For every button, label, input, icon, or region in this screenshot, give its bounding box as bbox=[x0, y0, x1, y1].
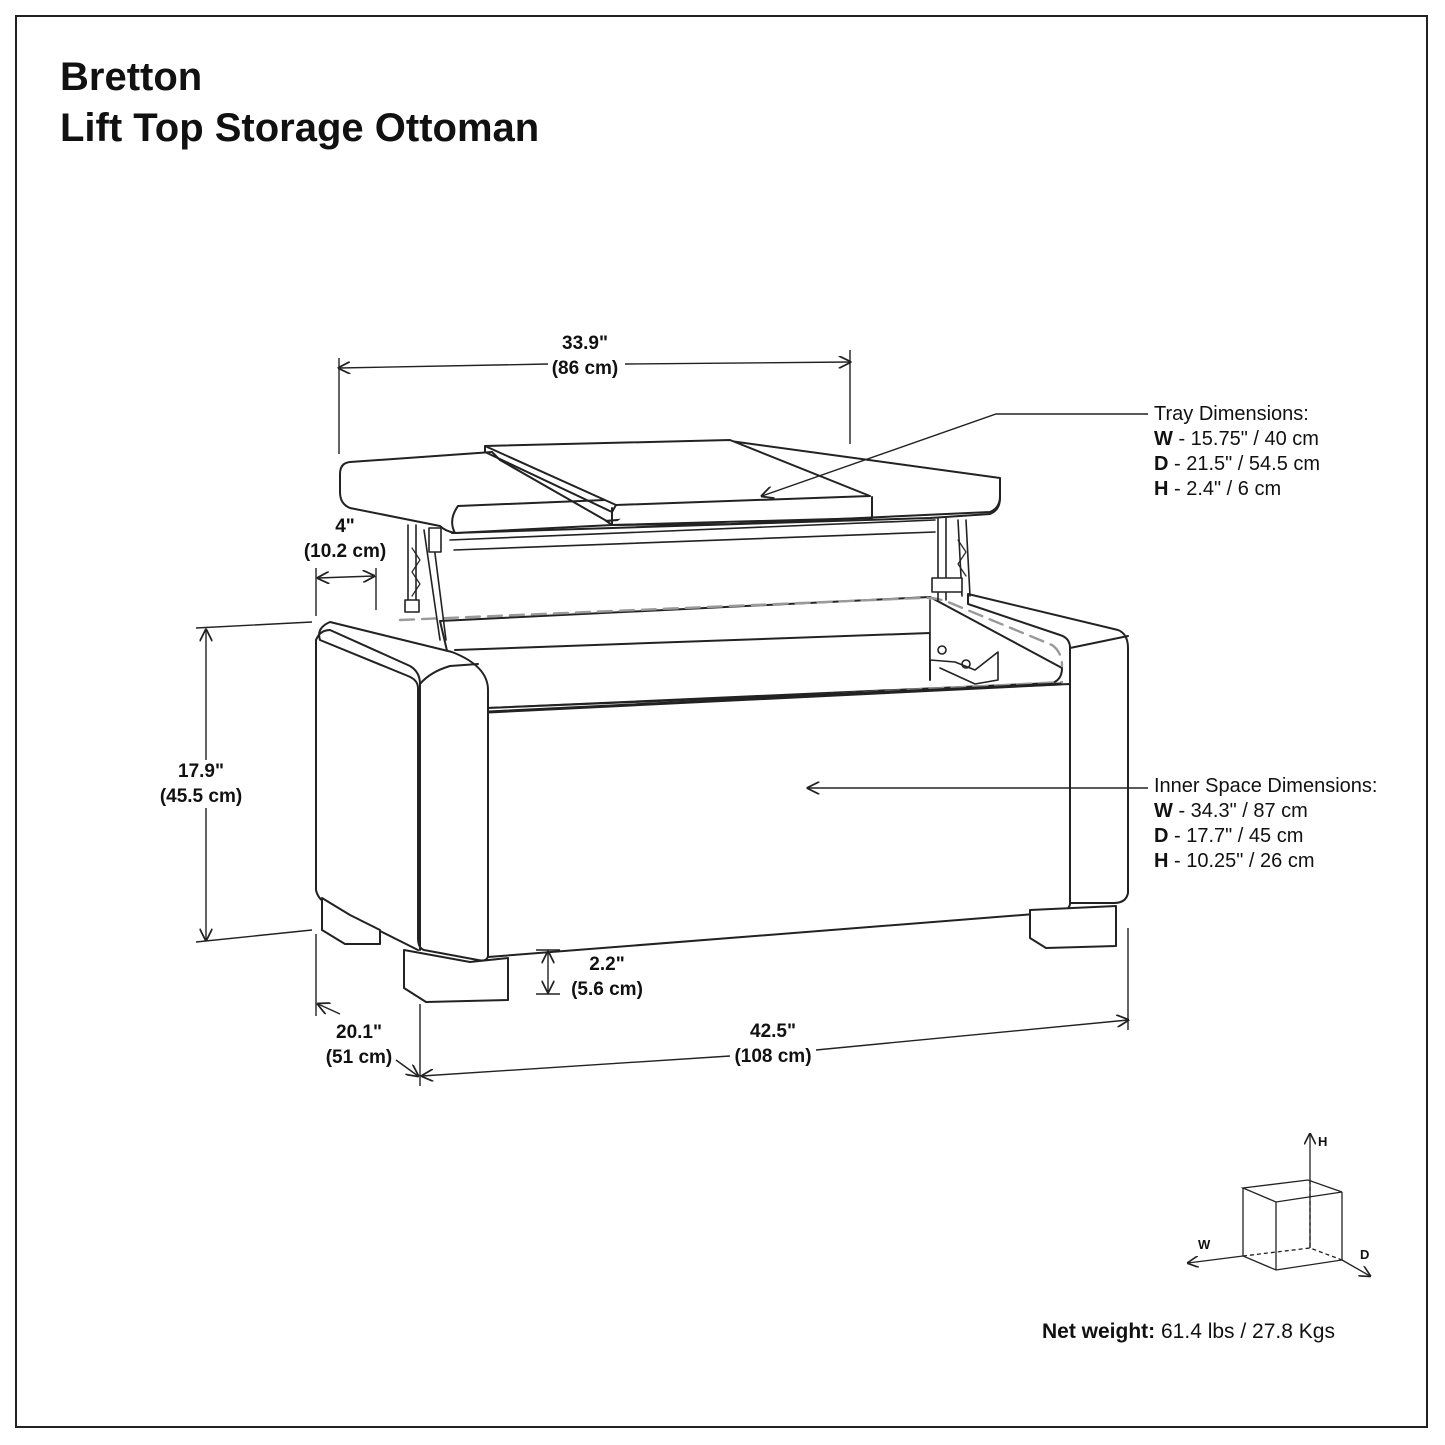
orientation-cube bbox=[1188, 1134, 1370, 1276]
depth-label: 20.1" (51 cm) bbox=[304, 1020, 414, 1070]
lift-height-cm: (10.2 cm) bbox=[303, 541, 387, 562]
cavity-dashed-outline bbox=[398, 596, 1064, 668]
axis-h-label: H bbox=[1318, 1134, 1328, 1149]
leg-height-cm: (5.6 cm) bbox=[571, 979, 643, 1000]
leg-height-inches: 2.2" bbox=[589, 954, 625, 975]
tray-callout-leader bbox=[762, 413, 1148, 496]
lift-mechanism-right bbox=[929, 517, 999, 685]
inner-d-value: - 17.7" / 45 cm bbox=[1168, 825, 1304, 847]
top-width-cm: (86 cm) bbox=[551, 358, 619, 379]
net-weight-label: Net weight: bbox=[1042, 1320, 1156, 1343]
inner-w-key: W bbox=[1154, 800, 1173, 822]
leg-height-dimension bbox=[536, 949, 560, 995]
height-dimension bbox=[195, 621, 313, 943]
tray-dimensions-spec: Tray Dimensions: W - 15.75" / 40 cm D - … bbox=[1154, 402, 1320, 502]
net-weight-value: 61.4 lbs / 27.8 Kgs bbox=[1155, 1320, 1335, 1343]
tray-d-key: D bbox=[1154, 453, 1169, 475]
height-label: 17.9" (45.5 cm) bbox=[146, 759, 256, 809]
inner-h-key: H bbox=[1154, 850, 1169, 872]
top-width-label: 33.9" (86 cm) bbox=[530, 331, 640, 381]
inner-h-value: - 10.25" / 26 cm bbox=[1168, 850, 1315, 872]
page-title: Bretton Lift Top Storage Ottoman bbox=[60, 52, 539, 154]
lift-height-label: 4" (10.2 cm) bbox=[290, 514, 400, 564]
legs bbox=[321, 897, 1117, 1003]
inner-w-value: - 34.3" / 87 cm bbox=[1172, 800, 1308, 822]
inner-space-dimensions-spec: Inner Space Dimensions: W - 34.3" / 87 c… bbox=[1154, 774, 1377, 874]
leg-height-label: 2.2" (5.6 cm) bbox=[552, 952, 662, 1002]
front-panel bbox=[486, 682, 1071, 958]
height-inches: 17.9" bbox=[178, 761, 224, 782]
width-dimension bbox=[422, 928, 1128, 1076]
net-weight: Net weight: 61.4 lbs / 27.8 Kgs bbox=[1042, 1320, 1335, 1344]
tray-h-value: - 2.4" / 6 cm bbox=[1168, 478, 1282, 500]
inner-d-key: D bbox=[1154, 825, 1169, 847]
top-width-dimension bbox=[339, 350, 850, 454]
height-cm: (45.5 cm) bbox=[159, 786, 243, 807]
page-frame bbox=[15, 15, 1428, 1428]
axis-d-label: D bbox=[1360, 1247, 1370, 1262]
depth-cm: (51 cm) bbox=[325, 1047, 393, 1068]
depth-dimension bbox=[316, 934, 421, 1086]
title-line-1: Bretton bbox=[60, 55, 203, 99]
back-right-arm bbox=[967, 593, 1129, 904]
width-cm: (108 cm) bbox=[734, 1046, 812, 1067]
axis-w-label: W bbox=[1198, 1237, 1211, 1252]
tray-w-key: W bbox=[1154, 428, 1173, 450]
lift-mechanism-left bbox=[404, 524, 447, 641]
depth-inches: 20.1" bbox=[336, 1022, 382, 1043]
lift-height-dimension bbox=[315, 568, 377, 616]
title-line-2: Lift Top Storage Ottoman bbox=[60, 106, 540, 150]
inner-heading: Inner Space Dimensions: bbox=[1154, 775, 1378, 797]
lift-height-inches: 4" bbox=[335, 516, 355, 537]
tray-heading: Tray Dimensions: bbox=[1154, 403, 1309, 425]
tray-d-value: - 21.5" / 54.5 cm bbox=[1168, 453, 1321, 475]
width-inches: 42.5" bbox=[750, 1021, 796, 1042]
top-width-inches: 33.9" bbox=[562, 333, 608, 354]
width-label: 42.5" (108 cm) bbox=[718, 1019, 828, 1069]
tray-w-value: - 15.75" / 40 cm bbox=[1172, 428, 1319, 450]
tray-h-key: H bbox=[1154, 478, 1169, 500]
